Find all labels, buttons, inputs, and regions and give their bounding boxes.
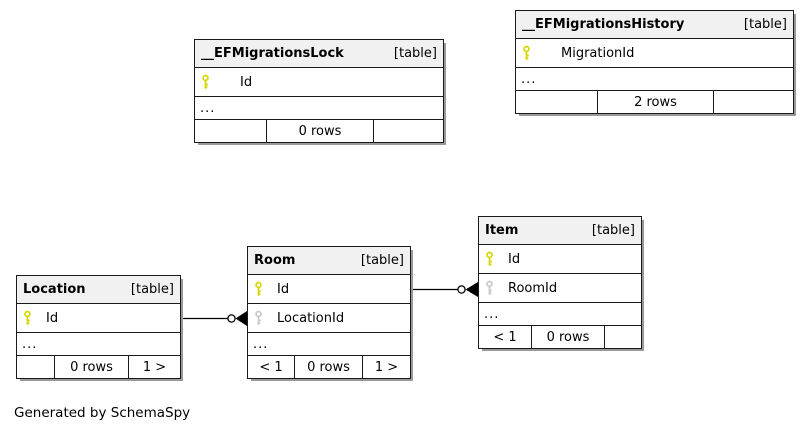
footer-row-count: 0 rows [294,356,362,378]
table-header: Item [table] [479,217,641,245]
column-name: Id [240,74,253,90]
footer-row-count: 0 rows [266,120,373,142]
footer-parents-count: 1 > [128,356,180,378]
relationship-location-room [181,311,247,326]
primary-key-icon [255,281,262,296]
table-name: Room [254,253,296,268]
footer-row-count: 0 rows [54,356,128,378]
footer-children-count: < 1 [493,329,517,345]
primary-key-icon [24,310,31,325]
column-name: Id [508,251,521,267]
footer-children-count [17,356,54,378]
foreign-key-icon [255,310,262,325]
primary-key-icon [486,251,493,266]
table-footer: 2 rows [516,91,793,113]
column-name: MigrationId [561,45,635,61]
table-node-location[interactable]: Location [table] Id ... 0 rows 1 > [16,275,181,379]
table-name: Location [23,282,86,297]
table-footer: < 1 0 rows 1 > [248,356,410,378]
footer-children-count: < 1 [259,359,283,375]
table-type-label: [table] [393,46,437,61]
footer-parents-count: 1 > [362,356,410,378]
table-node-room[interactable]: Room [table] Id LocationId ... < 1 0 row… [247,246,411,379]
column-row-migrationid: MigrationId [516,39,793,68]
table-type-label: [table] [130,282,174,297]
more-columns-ellipsis: ... [248,333,410,356]
foreign-key-icon [486,280,493,295]
footer-parents-count [373,120,443,142]
more-columns-ellipsis: ... [195,97,443,120]
primary-key-icon [523,45,530,60]
table-header: __EFMigrationsHistory [table] [516,11,793,39]
column-name: Id [46,310,59,326]
more-columns-ellipsis: ... [17,333,180,356]
footer-children-count [195,120,266,142]
table-footer: 0 rows 1 > [17,356,180,378]
footer-parents-count [713,91,793,113]
column-name: LocationId [277,310,345,326]
more-columns-ellipsis: ... [516,68,793,91]
table-footer: 0 rows [195,120,443,142]
table-type-label: [table] [743,17,787,32]
table-name: Item [485,223,519,238]
generated-by-note: Generated by SchemaSpy [14,405,191,421]
column-name: RoomId [508,280,558,296]
footer-row-count: 2 rows [597,91,713,113]
table-node-efmigrationslock[interactable]: __EFMigrationsLock [table] Id ... 0 rows [194,39,444,143]
table-type-label: [table] [591,223,635,238]
table-header: Location [table] [17,276,180,304]
table-node-efmigrationshistory[interactable]: __EFMigrationsHistory [table] MigrationI… [515,10,794,114]
footer-parents-count [604,326,641,348]
table-node-item[interactable]: Item [table] Id RoomId ... < 1 0 rows [478,216,642,349]
column-name: Id [277,281,290,297]
more-columns-ellipsis: ... [479,303,641,326]
table-name: __EFMigrationsHistory [522,17,685,32]
table-header: __EFMigrationsLock [table] [195,40,443,68]
table-footer: < 1 0 rows [479,326,641,348]
column-row-id: Id [479,245,641,274]
relationship-room-item [411,282,478,297]
primary-key-icon [202,74,209,89]
column-row-locationid: LocationId [248,304,410,333]
table-header: Room [table] [248,247,410,275]
column-row-id: Id [195,68,443,97]
table-name: __EFMigrationsLock [201,46,344,61]
footer-row-count: 0 rows [531,326,604,348]
footer-children-count [516,91,597,113]
table-type-label: [table] [360,253,404,268]
column-row-roomid: RoomId [479,274,641,303]
column-row-id: Id [17,304,180,333]
column-row-id: Id [248,275,410,304]
